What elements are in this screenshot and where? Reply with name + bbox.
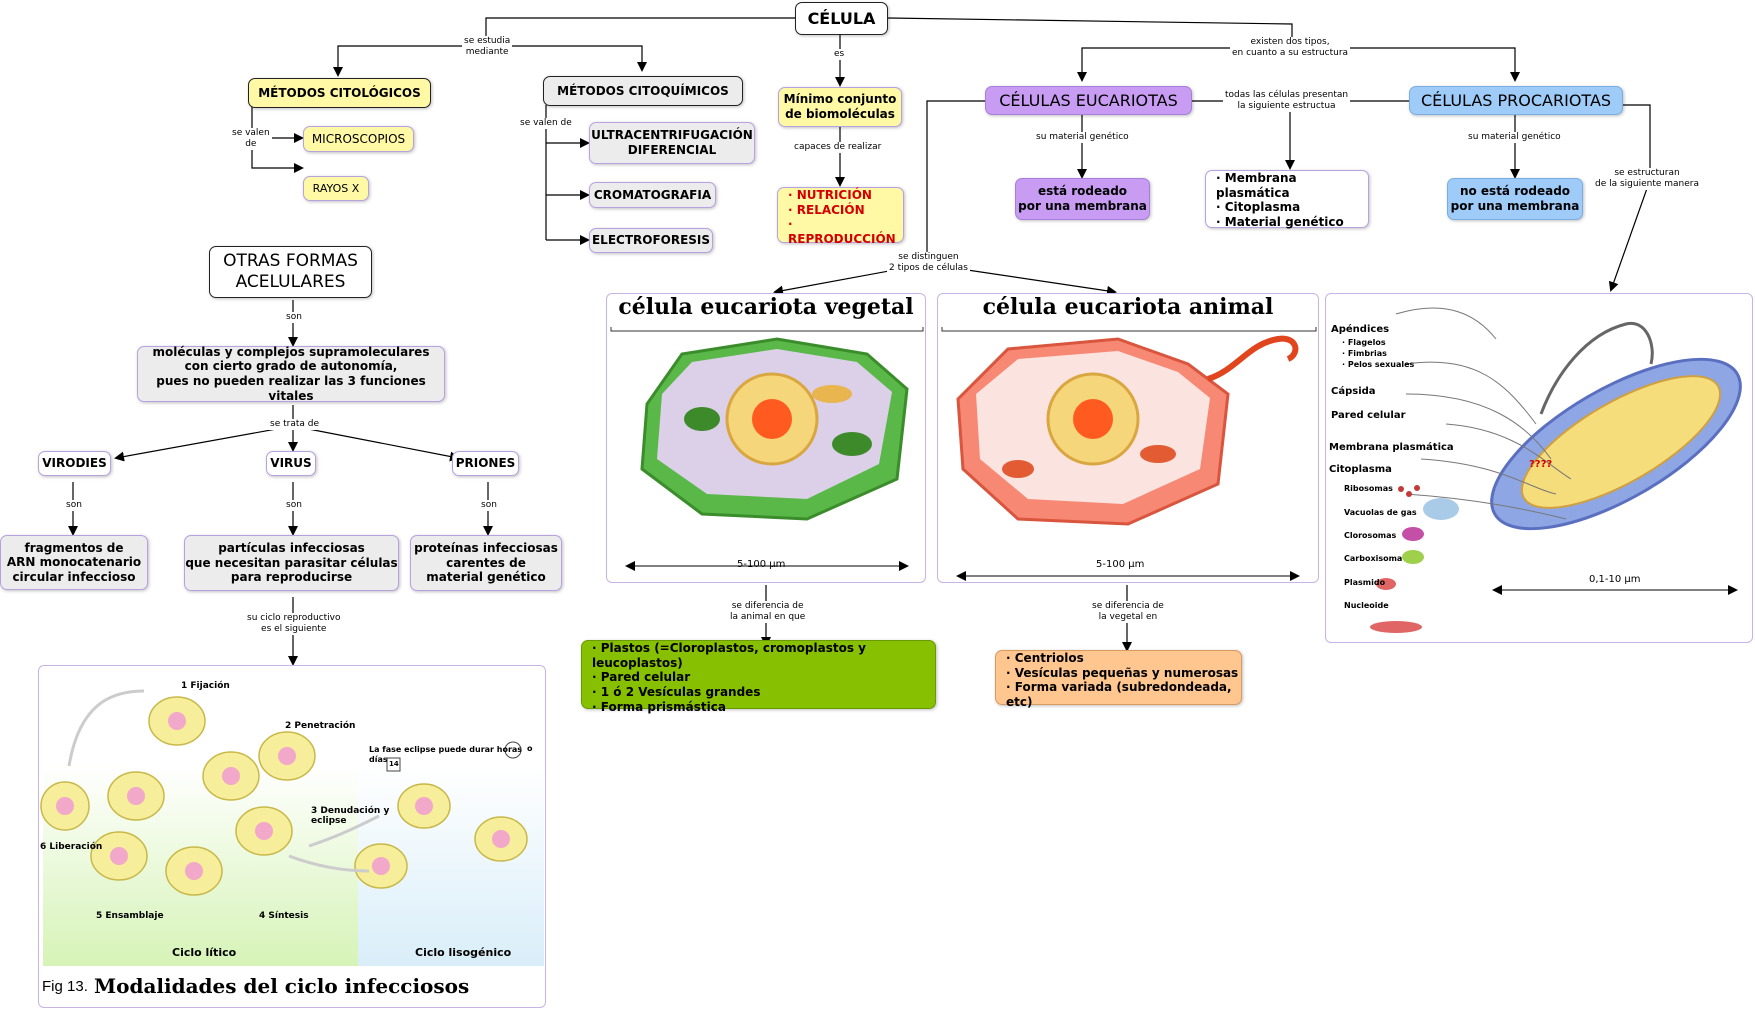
estructura-item-1: · Membrana plasmática (1216, 171, 1297, 200)
metodos-citoquimicos[interactable]: MÉTODOS CITOQUÍMICOS (543, 76, 743, 106)
link-es: es (832, 49, 847, 60)
link-se-valen-de-2: se valen de (518, 118, 574, 129)
link-material-1: su material genético (1034, 132, 1131, 143)
vegetal-diferencias[interactable]: · Plastos (=Cloroplastos, cromoplastos y… (581, 640, 936, 714)
link-existen: existen dos tipos, en cuanto a su estruc… (1230, 37, 1351, 59)
estructura-comun[interactable]: · Membrana plasmática · Citoplasma · Mat… (1205, 170, 1369, 229)
link-son-2: son (284, 500, 304, 511)
figure-number: Fig 13. (42, 978, 88, 995)
celulas-procariotas[interactable]: CÉLULAS PROCARIOTAS (1409, 86, 1623, 115)
vegetal-dif-2: · Pared celular (592, 670, 691, 685)
bacteria-label-pared: Pared celular (1331, 410, 1406, 421)
link-son: son (284, 312, 304, 323)
otras-formas[interactable]: OTRAS FORMAS ACELULARES (209, 246, 372, 298)
step-ensamblaje: 5 Ensamblaje (96, 911, 164, 921)
link-se-estudia: se estudia mediante (462, 36, 513, 58)
bacteria-unknown: ???? (1529, 459, 1553, 470)
virus[interactable]: VIRUS (266, 451, 316, 476)
ultracentrifugacion[interactable]: ULTRACENTRIFUGACIÓN DIFERENCIAL (589, 122, 755, 164)
funciones-vitales[interactable]: · NUTRICIÓN · RELACIÓN · REPRODUCCIÓN (777, 187, 904, 246)
root-celula[interactable]: CÉLULA (795, 2, 888, 35)
no-esta-rodeado[interactable]: no está rodeado por una membrana (1447, 178, 1583, 220)
animal-title: célula eucariota animal (982, 294, 1274, 320)
proteinas[interactable]: proteínas infecciosas carentes de materi… (410, 535, 562, 591)
bacteria-scale: 0,1-10 µm (1589, 574, 1641, 585)
bacteria-cyto-clorosomas: Clorosomas (1344, 531, 1397, 540)
ciclo-lisogenico-label: Ciclo lisogénico (415, 946, 512, 959)
vegetal-dif-3: · 1 ó 2 Vesículas grandes (592, 684, 761, 699)
bacteria-label-capsida: Cápsida (1331, 386, 1376, 397)
bacteria-label-membrana: Membrana plasmática (1329, 442, 1454, 453)
microscopios[interactable]: MICROSCOPIOS (303, 126, 414, 152)
link-distinguen: se distinguen 2 tipos de células (887, 252, 970, 274)
virus-cycle-image (40, 689, 528, 896)
eclipse-note: La fase eclipse puede durar horas días (369, 745, 523, 765)
minimo-conjunto[interactable]: Mínimo conjunto de biomoléculas (778, 87, 902, 127)
step-denudacion: 3 Denudación y eclipse (311, 806, 390, 826)
step-liberacion: 6 Liberación (40, 842, 103, 852)
esta-rodeado[interactable]: está rodeado por una membrana (1015, 178, 1150, 220)
vegetal-dif-1: · Plastos (=Cloroplastos, cromoplastos y… (592, 641, 866, 670)
calendar-icon: 14 (389, 760, 399, 768)
link-se-trata: se trata de (268, 419, 321, 430)
bacteria-cyto-carboxisoma: Carboxisoma (1344, 554, 1403, 563)
animal-scale: 5-100 µm (1096, 559, 1145, 570)
viroides[interactable]: VIRODIES (38, 451, 111, 476)
vegetal-panel: célula eucariota vegetal 5-100 µm (606, 293, 926, 583)
animal-dif-1: · Centriolos (1006, 651, 1084, 665)
ciclo-litico-label: Ciclo lítico (172, 946, 237, 959)
link-se-valen-de-1: se valen de (230, 128, 272, 150)
animal-panel: célula eucariota animal 5-100 µm (937, 293, 1319, 583)
animal-dif-2: · Vesículas pequeñas y numerosas (1006, 665, 1239, 680)
bacteria-sub-pelos: · Pelos sexuales (1342, 360, 1415, 369)
step-penetracion: 2 Penetración (285, 721, 356, 731)
link-dif-vegetal: se diferencia de la vegetal en (1090, 601, 1166, 623)
bacteria-sub-fimbrias: · Fimbrias (1342, 349, 1387, 358)
link-son-3: son (479, 500, 499, 511)
bacteria-sub-flagelos: · Flagelos (1342, 338, 1386, 347)
bacteria-panel: ???? Apéndices · Flagelos · Fimbrias · P… (1325, 293, 1753, 643)
priones[interactable]: PRIONES (452, 451, 519, 476)
funcion-2: · RELACIÓN (788, 202, 865, 217)
animal-dif-3: · Forma variada (subredondeada, etc) (1006, 680, 1232, 709)
animal-cell-image (941, 327, 1317, 581)
eclipse-o: o (527, 744, 533, 753)
vegetal-dif-4: · Forma prismástica (592, 699, 726, 714)
estructura-item-2: · Citoplasma (1216, 200, 1301, 215)
step-sintesis: 4 Síntesis (259, 911, 309, 921)
virus-cycle-panel: 1 Fijación 2 Penetración 3 Denudación y … (38, 665, 546, 1008)
funcion-1: · NUTRICIÓN (788, 188, 872, 202)
bacteria-label-apendices: Apéndices (1331, 324, 1390, 335)
link-son-1: son (64, 500, 84, 511)
vegetal-scale: 5-100 µm (737, 559, 786, 570)
celulas-eucariotas[interactable]: CÉLULAS EUCARIOTAS (985, 86, 1192, 115)
link-capaces: capaces de realizar (792, 142, 884, 153)
cromatografia[interactable]: CROMATOGRAFIA (589, 182, 716, 208)
particulas[interactable]: partículas infecciosas que necesitan par… (184, 535, 399, 591)
bacteria-cyto-plasmido: Plasmido (1344, 578, 1386, 587)
step-fijacion: 1 Fijación (181, 681, 230, 691)
moleculas[interactable]: moléculas y complejos supramoleculares c… (137, 345, 445, 403)
estructura-item-3: · Material genético (1216, 214, 1344, 229)
bacteria-cyto-vacuolas: Vacuolas de gas (1344, 508, 1417, 517)
link-material-2: su material genético (1466, 132, 1563, 143)
electroforesis[interactable]: ELECTROFORESIS (589, 228, 713, 253)
link-dif-animal: se diferencia de la animal en que (728, 601, 808, 623)
fragmentos-arn[interactable]: fragmentos de ARN monocatenario circular… (0, 535, 148, 590)
funcion-3: · REPRODUCCIÓN (788, 217, 896, 246)
figure-title: Modalidades del ciclo infecciosos (94, 974, 470, 998)
bacteria-cyto-ribosomas: Ribosomas (1344, 484, 1393, 493)
link-todas: todas las células presentan la siguiente… (1223, 90, 1351, 112)
link-estructuran: se estructuran de la siguiente manera (1593, 168, 1702, 190)
bacteria-label-citoplasma: Citoplasma (1329, 464, 1392, 475)
rayos-x[interactable]: RAYOS X (303, 176, 369, 201)
animal-diferencias[interactable]: · Centriolos · Vesículas pequeñas y nume… (995, 650, 1242, 709)
bacteria-image (1370, 307, 1742, 633)
vegetal-title: célula eucariota vegetal (618, 294, 914, 320)
link-ciclo: su ciclo reproductivo es el siguiente (245, 613, 343, 635)
metodos-citologicos[interactable]: MÉTODOS CITOLÓGICOS (248, 78, 431, 108)
bacteria-cyto-nucleoide: Nucleoide (1344, 601, 1389, 610)
plant-cell-image (610, 327, 924, 571)
